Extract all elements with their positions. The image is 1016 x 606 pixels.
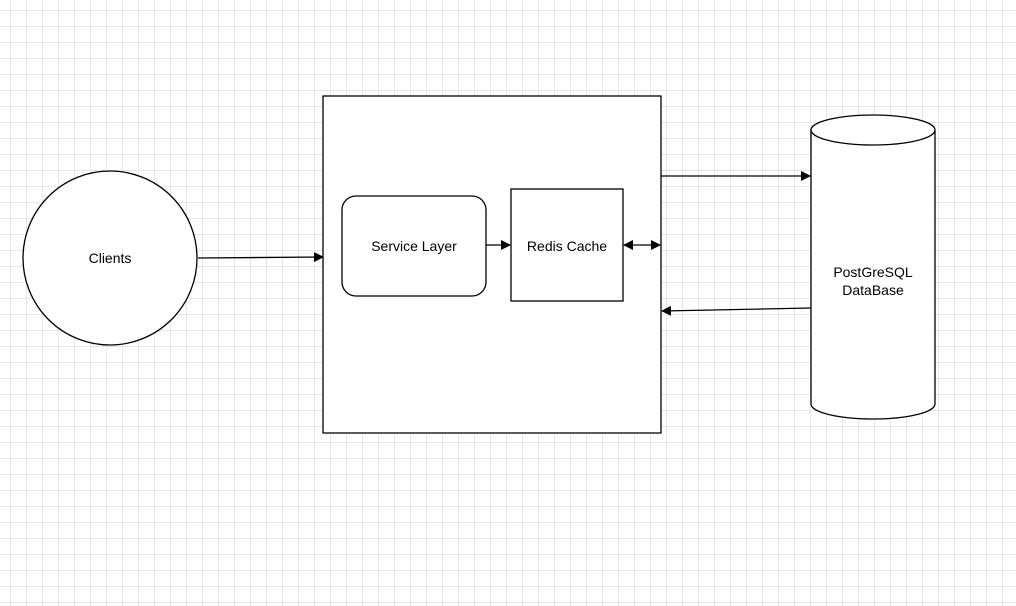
redis-cache-label: Redis Cache [526,238,608,254]
database-node[interactable] [810,114,936,420]
clients-node[interactable] [22,170,198,346]
clients-label: Clients [88,250,132,266]
database-label-line2: DataBase [842,282,904,298]
service-layer-node[interactable] [341,195,487,297]
service-layer-label: Service Layer [371,238,457,254]
edge-database-to-backend[interactable] [661,305,812,316]
database-label: PostGreSQL DataBase [813,263,933,299]
edge-clients-to-backend[interactable] [197,252,324,263]
database-label-line1: PostGreSQL [833,264,913,280]
